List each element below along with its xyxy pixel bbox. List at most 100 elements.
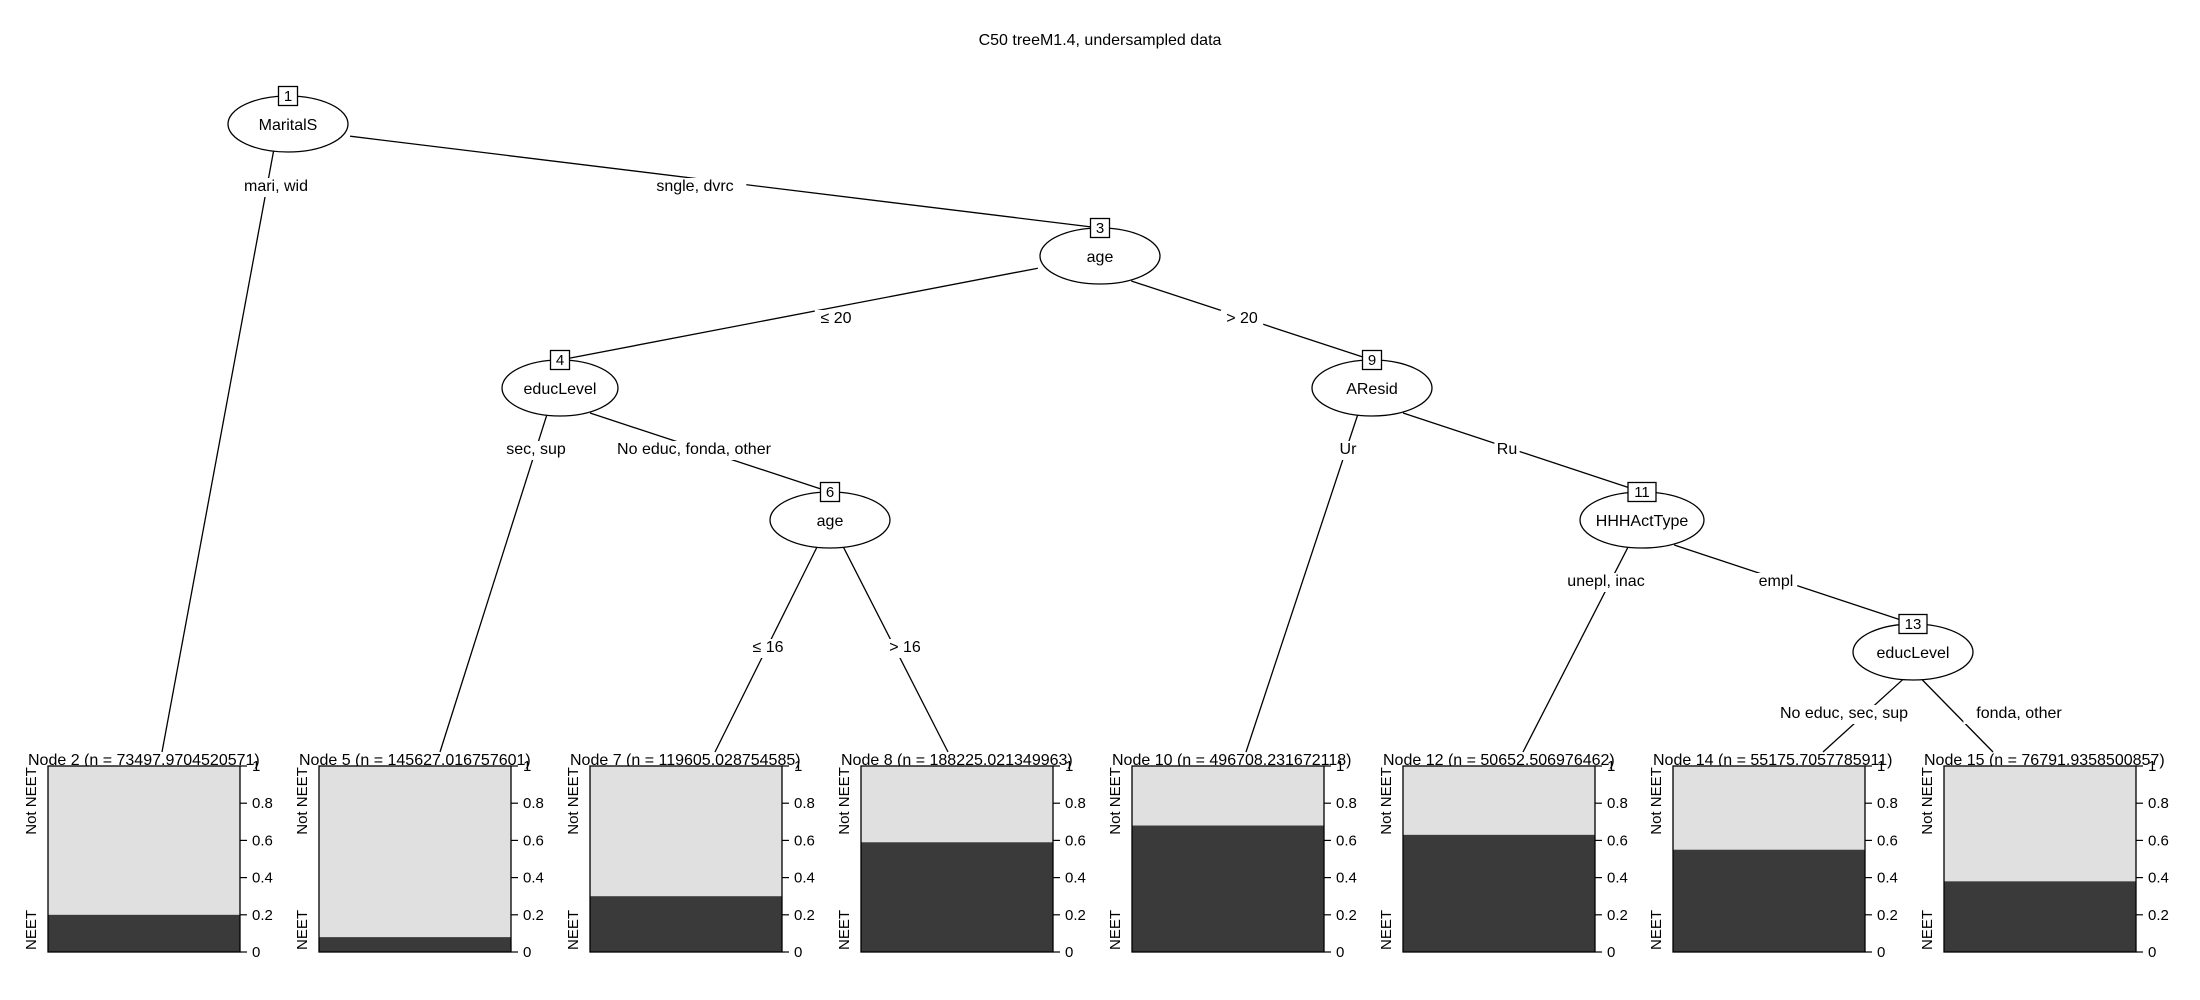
terminal-node-title: Node 14 (n = 55175.7057785911) [1653, 752, 1892, 769]
axis-tick-label: 0 [1336, 944, 1344, 961]
edge-9-11 [1402, 412, 1643, 493]
edge-label: sngle, dvrc [656, 178, 733, 195]
node-id-box [1898, 613, 1928, 635]
panel-frame [1402, 765, 1596, 953]
terminal-node-8: Node 8 (n = 188225.021349963)00.20.40.60… [836, 752, 1086, 961]
axis-tick-label: 0.8 [523, 795, 544, 812]
node-id-label: 6 [826, 484, 834, 501]
bar-not-neet [590, 766, 782, 897]
class-label-neet: NEET [1648, 910, 1665, 950]
axis-tick-label: 0.4 [1065, 870, 1086, 887]
axis-tick-label: 0.2 [1877, 907, 1898, 924]
class-label-neet: NEET [1107, 910, 1124, 950]
axis-tick-label: 1 [252, 758, 260, 775]
terminal-node-14: Node 14 (n = 55175.7057785911) 0 0.2 0.4 0.6… [1648, 752, 1898, 961]
class-label-neet: NEET [565, 910, 582, 950]
bar-neet [1944, 881, 2136, 952]
axis-tick-label: 1 [1877, 758, 1885, 775]
edge-label: Ur [1340, 441, 1358, 458]
nodes-layer: 1MaritalS3age4educLevel6age9AResid11HHHA… [227, 85, 1974, 681]
bar-neet [319, 937, 511, 952]
terminal-node-5: Node 5 (n = 145627.016757601)00.20.40.60… [294, 752, 544, 961]
node-id-label: 3 [1096, 220, 1104, 237]
class-label-neet: NEET [1919, 910, 1936, 950]
bar-neet [861, 842, 1053, 952]
bar-not-neet [861, 766, 1053, 843]
node-id-label: 11 [1634, 484, 1650, 501]
edge-label-background [599, 441, 789, 460]
terminal-node-title: Node 10 (n = 496708.231672118) [1112, 752, 1351, 769]
terminal-node-title: Node 12 (n = 50652.506976462) [1383, 752, 1615, 769]
axis-tick-label: 0.4 [2148, 870, 2169, 887]
axis-tick-label: 0.4 [794, 870, 815, 887]
axis-tick-label: 1 [1065, 758, 1073, 775]
edge-label: > 20 [1226, 310, 1258, 327]
split-variable-label: MaritalS [259, 117, 318, 134]
class-label-neet: NEET [294, 910, 311, 950]
split-variable-label: age [817, 513, 844, 530]
axis-tick-label: 0.8 [1607, 795, 1628, 812]
axis-tick-label: 0.2 [523, 907, 544, 924]
axis-tick-label: 0 [2148, 944, 2156, 961]
edge-label: fonda, other [1976, 705, 2062, 722]
axis-tick-label: 1 [1607, 758, 1615, 775]
class-label-not-neet: Not NEET [1107, 767, 1124, 835]
split-variable-label: age [1087, 249, 1114, 266]
node-id-box [1627, 481, 1657, 503]
terminal-node-15: Node 15 (n = 76791.9358500857) 0 0.2 0.4 0.6… [1919, 752, 2169, 961]
split-variable-label: educLevel [524, 381, 597, 398]
terminal-node-title: Node 15 (n = 76791.9358500857) [1924, 752, 2165, 769]
panel-frame [1943, 765, 2137, 953]
axis-tick-label: 0.6 [523, 832, 544, 849]
axis-tick-label: 0.4 [1877, 870, 1898, 887]
node-id-box [549, 349, 571, 371]
bar-not-neet [1673, 766, 1865, 850]
axis-tick-label: 0.4 [1336, 870, 1357, 887]
axis-tick-label: 0.2 [1065, 907, 1086, 924]
axis-tick-label: 0.2 [1607, 907, 1628, 924]
split-variable-label: educLevel [1877, 645, 1950, 662]
axis-tick-label: 0.6 [2148, 832, 2169, 849]
bar-neet [48, 914, 240, 952]
axis-tick-label: 0.4 [1607, 870, 1628, 887]
class-label-not-neet: Not NEET [1378, 767, 1395, 835]
bar-neet [1403, 834, 1595, 952]
node-id-box [1089, 217, 1111, 239]
axis-tick-label: 0.2 [2148, 907, 2169, 924]
axis-tick-label: 0.2 [1336, 907, 1357, 924]
split-variable-label: HHHActType [1596, 513, 1689, 530]
class-label-neet: NEET [23, 910, 40, 950]
terminal-node-10: Node 10 (n = 496708.231672118) 0 0.2 0.4 0.6… [1107, 752, 1357, 961]
terminal-node-title: Node 8 (n = 188225.021349963) [841, 752, 1073, 769]
edge-label: sec, sup [506, 441, 566, 458]
node-id-box [819, 481, 841, 503]
axis-tick-label: 0.6 [1877, 832, 1898, 849]
edge-label: mari, wid [244, 178, 308, 195]
bar-neet [590, 896, 782, 952]
axis-tick-label: 0.6 [1065, 832, 1086, 849]
class-label-not-neet: Not NEET [23, 767, 40, 835]
edge-label: No educ, sec, sup [1780, 705, 1908, 722]
axis-tick-label: 0 [1065, 944, 1073, 961]
axis-tick-label: 0.6 [252, 832, 273, 849]
bar-not-neet [1403, 766, 1595, 835]
axis-tick-label: 0.8 [1877, 795, 1898, 812]
class-label-not-neet: Not NEET [294, 767, 311, 835]
panel-frame [860, 765, 1054, 953]
node-id-label: 1 [284, 88, 292, 105]
axis-tick-label: 0.6 [1336, 832, 1357, 849]
axis-tick-label: 0 [1877, 944, 1885, 961]
panel-frame [318, 765, 512, 953]
bar-not-neet [1132, 766, 1324, 826]
axis-tick-label: 0.8 [1336, 795, 1357, 812]
edge-label-background [1494, 441, 1520, 460]
edge-label-background [1220, 310, 1264, 329]
axis-tick-label: 0.2 [794, 907, 815, 924]
terminal-node-title: Node 5 (n = 145627.016757601) [299, 752, 531, 769]
terminal-node-title: Node 7 (n = 119605.028754585) [570, 752, 801, 769]
panel-frame [1131, 765, 1325, 953]
edge-9-10 [1245, 415, 1359, 753]
axis-tick-label: 0 [1607, 944, 1615, 961]
